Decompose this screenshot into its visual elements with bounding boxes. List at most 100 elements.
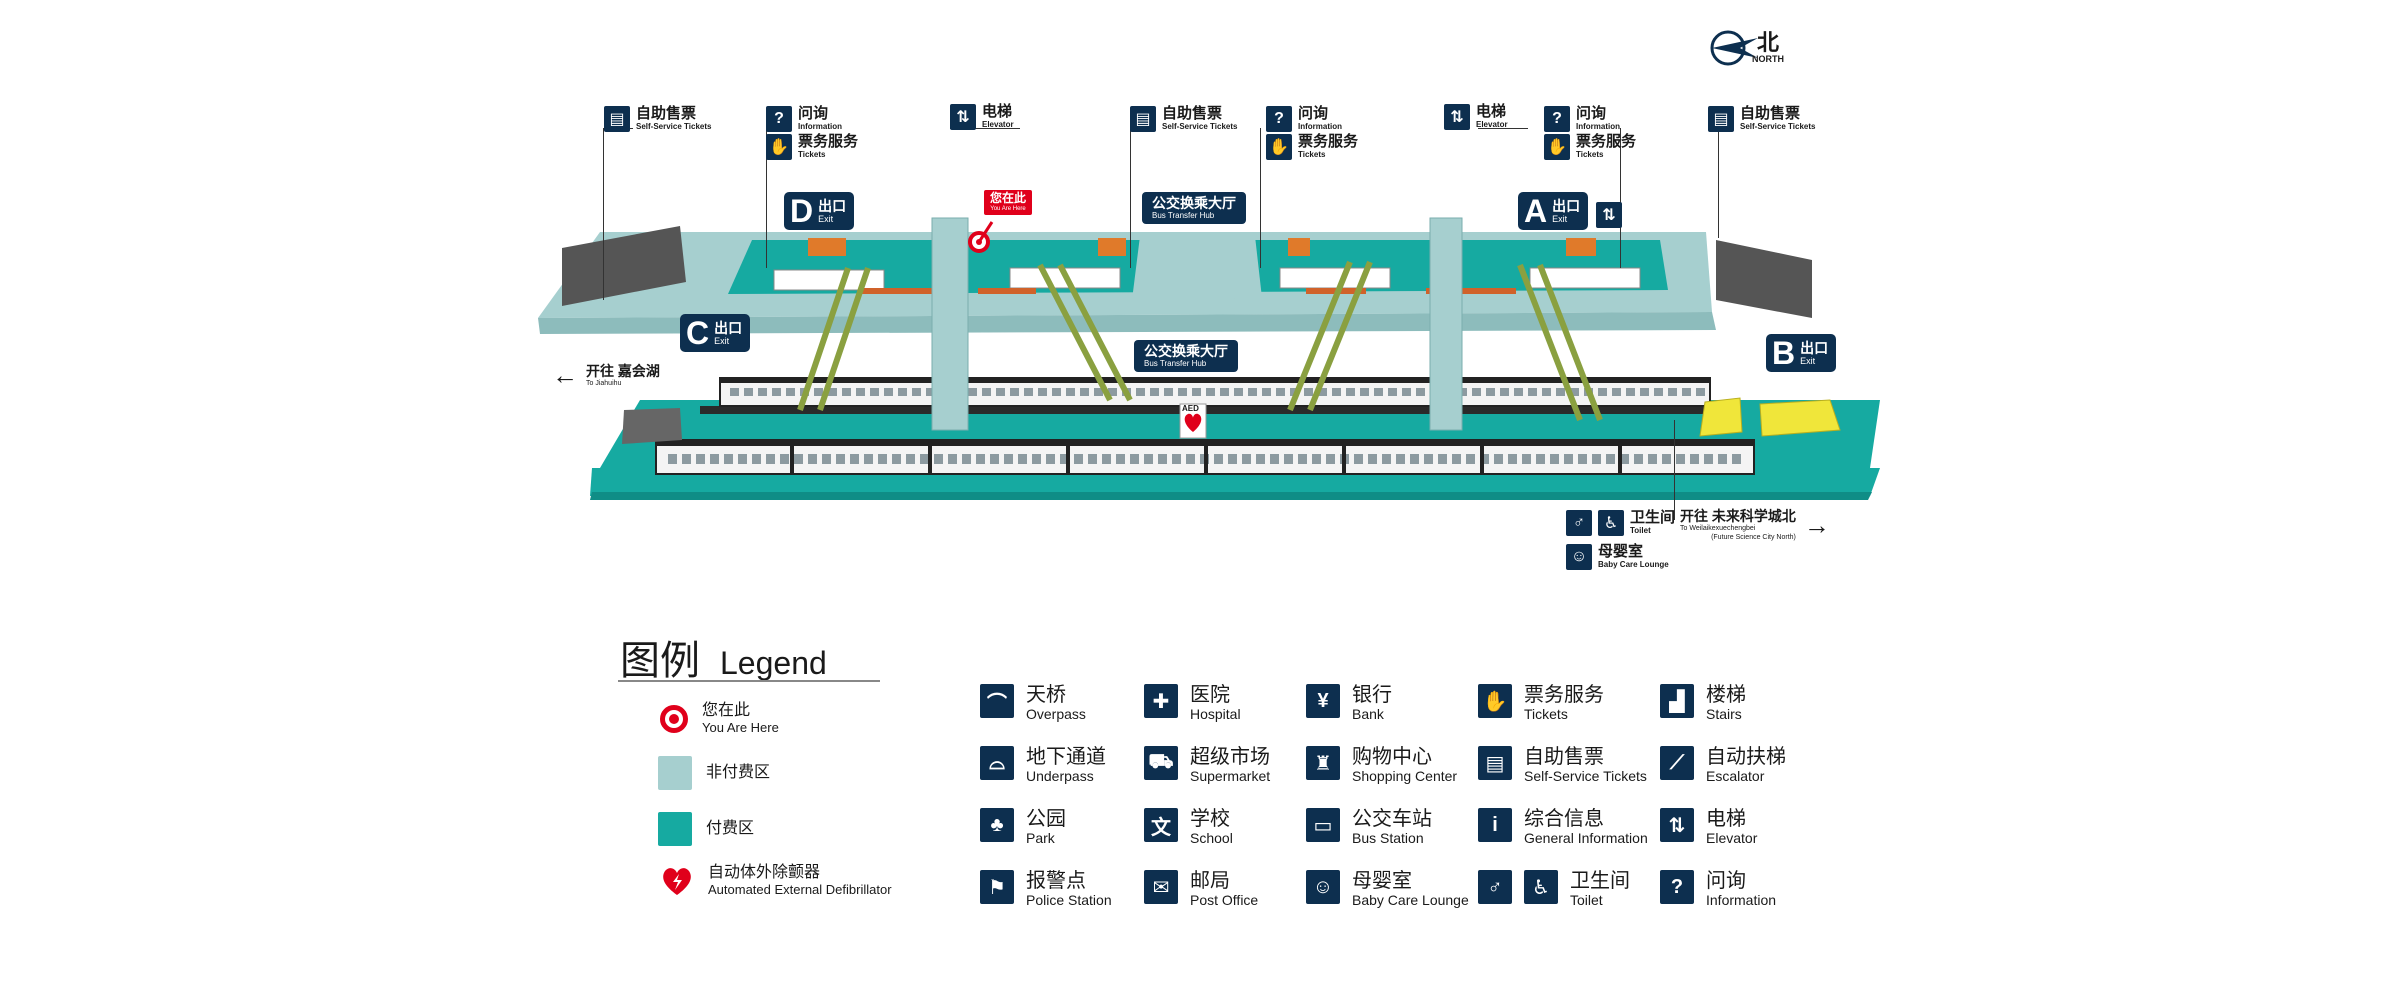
ticket-machine-icon: ▤	[1130, 106, 1156, 132]
sign-en: Information	[1298, 122, 1342, 131]
school-icon: 文	[1144, 808, 1178, 842]
elevator-shaft	[931, 217, 969, 431]
question-icon: ?	[1544, 106, 1570, 132]
aed-marker	[1179, 403, 1207, 439]
facility-en: Baby Care Lounge	[1352, 892, 1469, 908]
yellow-block	[1699, 397, 1743, 437]
sign-cn: 母婴室	[1598, 543, 1644, 560]
exit-en: Exit	[714, 335, 730, 346]
exit-letter: A	[1524, 193, 1548, 229]
fare-gate-area	[1279, 267, 1391, 289]
facility-cn: 购物中心	[1352, 746, 1432, 768]
legend-title-en: Legend	[720, 645, 827, 681]
toilet-accessible-icon: ♿	[1524, 870, 1558, 904]
sign-en: Tickets	[1576, 150, 1604, 159]
facility-en: Overpass	[1026, 706, 1086, 722]
facility-en: Supermarket	[1190, 768, 1271, 784]
legend-cn: 付费区	[706, 820, 755, 837]
bus-transfer-hub-label: 公交换乘大厅 Bus Transfer Hub	[1134, 340, 1238, 372]
facility-en: Underpass	[1026, 768, 1094, 784]
legend-title-cn: 图例	[620, 639, 700, 683]
post-office-icon: ✉	[1144, 870, 1178, 904]
ticket-machine-icon: ▤	[1708, 106, 1734, 132]
facility-cn: 学校	[1190, 808, 1230, 830]
supermarket-icon: ⛟	[1144, 746, 1178, 780]
ticket-service-icon: ✋	[1266, 134, 1292, 160]
facility-cn: 天桥	[1026, 684, 1066, 706]
track-bed-upper	[700, 406, 1720, 414]
ticket-service-icon: ✋	[1478, 684, 1512, 718]
bank-icon: ¥	[1306, 684, 1340, 718]
exit-cn: 出口	[714, 319, 743, 336]
compass-en: NORTH	[1752, 54, 1784, 64]
train-near	[655, 439, 1755, 475]
paid-swatch	[658, 812, 692, 846]
direction-cn: 开往 未来科学城北	[1680, 508, 1796, 524]
you-are-here-marker	[968, 221, 994, 253]
sign-cn: 票务服务	[1576, 133, 1637, 150]
question-icon: ?	[1660, 870, 1694, 904]
toilet-men-icon: ♂	[1566, 510, 1592, 536]
sign-en: Self-Service Tickets	[636, 122, 712, 131]
toilet-men-icon: ♂	[1478, 870, 1512, 904]
facility-en: Self-Service Tickets	[1524, 768, 1647, 784]
compass-label: 北 NORTH	[1752, 32, 1784, 65]
sign-cn: 电梯	[982, 103, 1013, 120]
hub-en: Bus Transfer Hub	[1144, 359, 1207, 368]
hub-cn: 公交换乘大厅	[1152, 195, 1236, 211]
sign-cn: 问询	[798, 105, 829, 122]
facility-cn: 公交车站	[1352, 808, 1432, 830]
escalator-icon: ⟋	[1660, 746, 1694, 780]
direction-en: To Jiahuihu	[586, 379, 622, 387]
exit-cn: 出口	[1800, 339, 1829, 356]
sign-cn: 票务服务	[798, 133, 859, 150]
facility-cn: 地下通道	[1026, 746, 1106, 768]
baby-care-icon: ☺	[1306, 870, 1340, 904]
police-icon: ⚑	[980, 870, 1014, 904]
elevator-icon: ⇅	[1444, 104, 1470, 130]
sign-cn: 卫生间	[1630, 509, 1676, 526]
you-are-here-cn: 您在此	[990, 191, 1027, 205]
sign-en: Elevator	[982, 120, 1014, 129]
facility-en: Police Station	[1026, 892, 1112, 908]
facility-cn: 自动扶梯	[1706, 746, 1786, 768]
facility-en: Toilet	[1570, 892, 1603, 908]
facility-cn: 楼梯	[1706, 684, 1746, 706]
facility-cn: 公园	[1026, 808, 1066, 830]
facility-en: Bus Station	[1352, 830, 1424, 846]
fare-gate-area	[1529, 267, 1641, 289]
facility-en: Bank	[1352, 706, 1384, 722]
exit-letter: D	[790, 193, 814, 229]
facility-en: Stairs	[1706, 706, 1742, 722]
facility-cn: 电梯	[1706, 808, 1746, 830]
park-icon: ♣	[980, 808, 1014, 842]
baby-care-icon: ☺	[1566, 544, 1592, 570]
info-icon: i	[1478, 808, 1512, 842]
legend-en: You Are Here	[702, 720, 779, 735]
facility-cn: 邮局	[1190, 870, 1230, 892]
